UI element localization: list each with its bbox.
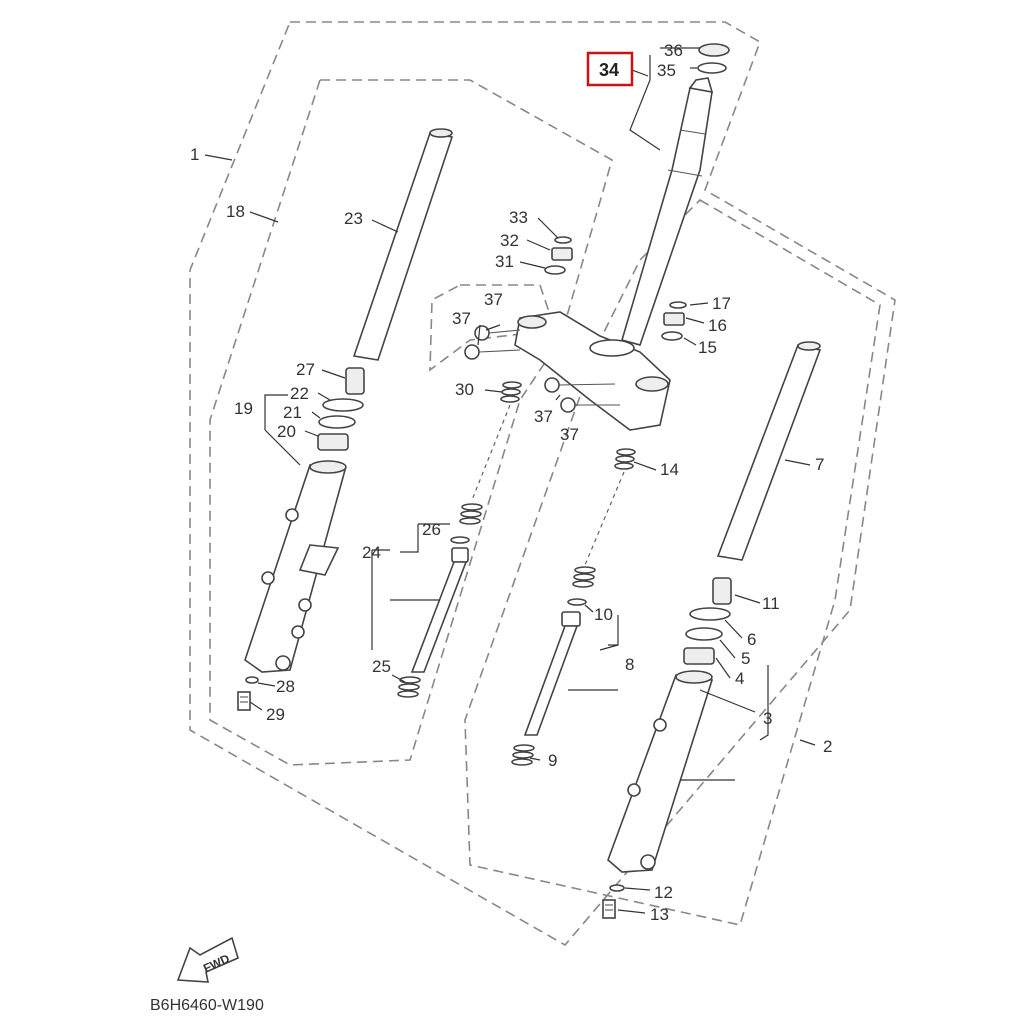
label-25: 25	[372, 657, 391, 676]
clip-10	[567, 598, 587, 606]
spring-upper-right	[572, 566, 596, 588]
oring-15	[661, 331, 683, 341]
label-28: 28	[276, 677, 295, 696]
label-37-d: 37	[560, 425, 579, 444]
label-31: 31	[495, 252, 514, 271]
leader-lines	[204, 47, 816, 914]
label-5: 5	[741, 649, 750, 668]
oil-seal-4	[683, 647, 715, 665]
washer-28	[245, 676, 259, 684]
label-20: 20	[277, 422, 296, 441]
assembly-18-boundary	[209, 79, 613, 766]
spring-30	[500, 381, 522, 403]
right-lower-tube	[607, 670, 714, 873]
label-7: 7	[815, 455, 824, 474]
highlight-box	[586, 51, 634, 87]
spring-9	[511, 744, 535, 766]
label-37-c: 37	[534, 407, 553, 426]
damper-rod-left	[410, 547, 469, 673]
label-37-a: 37	[484, 290, 503, 309]
label-22: 22	[290, 384, 309, 403]
label-14: 14	[660, 460, 679, 479]
under-bracket	[514, 311, 671, 431]
bolt-29	[237, 691, 251, 711]
spring-14	[614, 448, 636, 470]
label-8: 8	[625, 655, 634, 674]
bushing-11	[712, 577, 732, 605]
circlip-33	[554, 236, 572, 244]
label-12: 12	[654, 883, 673, 902]
bolt-13	[602, 899, 616, 919]
washer-22	[322, 398, 364, 412]
label-33: 33	[509, 208, 528, 227]
label-17: 17	[712, 294, 731, 313]
clip-5	[685, 627, 723, 641]
circlip-17	[669, 301, 687, 309]
label-29: 29	[266, 705, 285, 724]
oring-31	[544, 265, 566, 275]
label-18: 18	[226, 202, 245, 221]
steering-stem	[621, 77, 714, 346]
diagram-code: B6H6460-W190	[150, 997, 264, 1014]
label-36: 36	[664, 41, 683, 60]
damper-rod-right	[523, 611, 581, 736]
assembly-2-boundary	[464, 198, 881, 926]
bracket-group-boundary	[429, 284, 557, 372]
spring-upper-left	[459, 503, 483, 525]
label-2: 2	[823, 737, 832, 756]
bushing-27	[345, 367, 365, 395]
label-13: 13	[650, 905, 669, 924]
clip-26	[450, 536, 470, 544]
spring-25	[397, 676, 421, 698]
label-9: 9	[548, 751, 557, 770]
label-26: 26	[422, 520, 441, 539]
centerline-right	[584, 471, 625, 566]
label-21: 21	[283, 403, 302, 422]
label-19: 19	[234, 399, 253, 418]
left-lower-tube	[244, 460, 347, 673]
label-3: 3	[763, 709, 772, 728]
label-10: 10	[594, 605, 613, 624]
label-15: 15	[698, 338, 717, 357]
right-outer-tube	[716, 341, 822, 561]
label-32: 32	[500, 231, 519, 250]
label-16: 16	[708, 316, 727, 335]
collar-16	[663, 312, 685, 326]
label-27: 27	[296, 360, 315, 379]
collar-32	[551, 247, 573, 261]
left-outer-tube	[352, 128, 454, 361]
label-23: 23	[344, 209, 363, 228]
bearing-race	[697, 62, 727, 74]
label-24: 24	[362, 543, 381, 562]
assembly-1-boundary	[189, 21, 896, 947]
label-6: 6	[747, 630, 756, 649]
fwd-arrow: FWD	[176, 936, 239, 983]
washer-6	[689, 607, 731, 621]
label-34[interactable]: 34	[599, 60, 619, 80]
clip-21	[318, 415, 356, 429]
oil-seal-20	[317, 433, 349, 451]
label-37-b: 37	[452, 309, 471, 328]
label-30: 30	[455, 380, 474, 399]
label-1: 1	[190, 145, 199, 164]
washer-12	[609, 884, 625, 892]
label-4: 4	[735, 669, 744, 688]
dust-seal	[698, 43, 730, 57]
label-11: 11	[762, 594, 780, 613]
label-35: 35	[657, 61, 676, 80]
centerline-left	[471, 404, 511, 501]
